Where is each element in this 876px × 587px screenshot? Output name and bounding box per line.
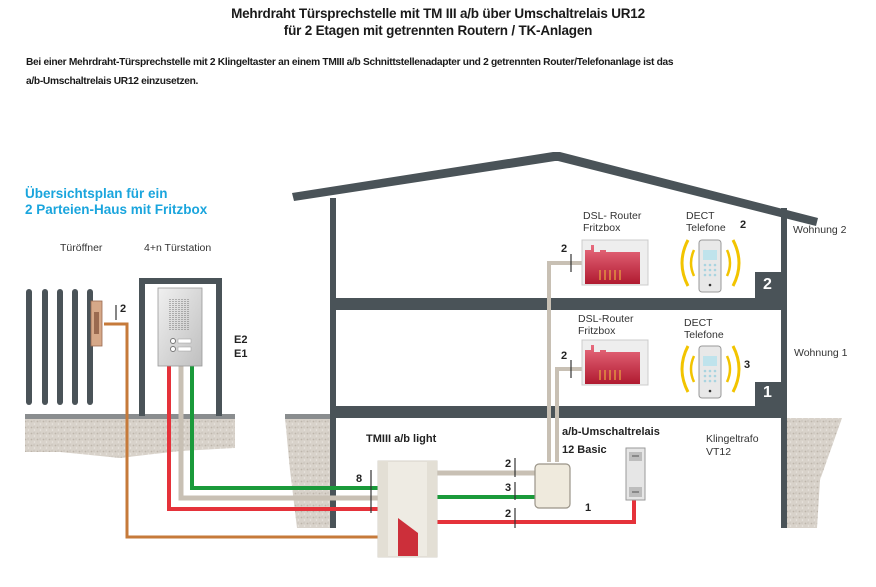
- fence-icon: [26, 289, 93, 405]
- router-lower-icon: [581, 339, 649, 386]
- door-opener-label: Türöffner: [60, 242, 103, 254]
- diagram-title-line1: Mehrdraht Türsprechstelle mit TM III a/b…: [231, 6, 645, 21]
- dect-phone-lower-icon: [680, 345, 741, 399]
- adapter-label: TMIII a/b light: [366, 433, 437, 445]
- ground-foundation-right: [786, 418, 842, 528]
- tmiii-adapter-icon: [377, 460, 438, 558]
- power-line-wire-count: 2: [505, 508, 512, 520]
- phone-lower-label-line2: Telefone: [684, 329, 724, 341]
- relay-box-icon: [534, 463, 571, 509]
- door-opener-wire-count: 2: [120, 303, 127, 315]
- floor-2-number: 2: [763, 276, 772, 293]
- wiring: [104, 261, 636, 539]
- router-lower-label-line2: Fritzbox: [578, 325, 616, 337]
- intro-text-line2: a/b-Umschaltrelais UR12 einzusetzen.: [26, 76, 199, 87]
- roof: [292, 152, 818, 226]
- phone-lower-label-line1: DECT: [684, 317, 713, 329]
- floor-1-number: 1: [763, 384, 772, 401]
- diagram-title-line2: für 2 Etagen mit getrennten Routern / TK…: [283, 23, 593, 38]
- relay-label-line1: a/b-Umschaltrelais: [562, 426, 660, 438]
- router-lower-label-line1: DSL-Router: [578, 313, 634, 325]
- floor-2-marker: [755, 272, 785, 300]
- house-left-wall: [330, 198, 336, 528]
- ab-line-wire-count: 2: [505, 458, 512, 470]
- floor-slab-upper: [330, 298, 787, 310]
- router-upper-wire-count: 2: [561, 243, 568, 255]
- bell-button-e1: [170, 346, 176, 352]
- wire-station-grey: [178, 366, 378, 501]
- trafo-label-line1: Klingeltrafo: [706, 433, 759, 445]
- wire-relay-router-upper: [547, 261, 583, 462]
- door-station-icon: [157, 287, 203, 367]
- adapter-input-wire-count: 8: [356, 473, 363, 485]
- phone-upper-label-line1: DECT: [686, 210, 715, 222]
- door-opener-icon: [90, 300, 103, 347]
- bell-line-wire-count: 3: [505, 482, 512, 494]
- trafo-line-wire-count: 1: [585, 502, 592, 514]
- floor-1-marker: [755, 382, 785, 408]
- wire-count-ticks: [115, 254, 572, 528]
- relay-label-line2: 12 Basic: [562, 444, 607, 456]
- bell-button-e2: [170, 338, 176, 344]
- ground-left: [25, 414, 235, 458]
- bell-button-e2-label: E2: [234, 334, 248, 346]
- router-lower-wire-count: 2: [561, 350, 568, 362]
- house-right-wall: [781, 208, 787, 528]
- wire-relay-router-lower: [555, 367, 583, 462]
- router-upper-label-line2: Fritzbox: [583, 222, 621, 234]
- phone-upper-label-line2: Telefone: [686, 222, 726, 234]
- apartment-2-label: Wohnung 2: [793, 224, 847, 236]
- wire-station-red: [167, 366, 378, 511]
- intro-text-line1: Bei einer Mehrdraht-Türsprechstelle mit …: [26, 57, 674, 68]
- overview-heading-line1: Übersichtsplan für ein: [25, 186, 168, 201]
- trafo-label-line2: VT12: [706, 446, 732, 458]
- router-upper-label-line1: DSL- Router: [583, 210, 642, 222]
- apartment-1-label: Wohnung 1: [794, 347, 848, 359]
- phone-lower-extension: 3: [744, 359, 751, 371]
- wire-trafo-red: [437, 500, 636, 524]
- router-upper-icon: [581, 239, 649, 286]
- wire-door-opener: [104, 322, 378, 539]
- door-station-label: 4+n Türstation: [144, 242, 212, 254]
- door-station-frame: [139, 278, 222, 416]
- speaker-grille: [169, 299, 189, 331]
- overview-heading-line2: 2 Parteien-Haus mit Fritzbox: [25, 202, 208, 217]
- bell-button-e1-label: E1: [234, 348, 248, 360]
- wire-station-green: [190, 366, 378, 490]
- dect-phone-upper-icon: [680, 239, 741, 293]
- bell-transformer-icon: [625, 447, 646, 501]
- phone-upper-extension: 2: [740, 219, 747, 231]
